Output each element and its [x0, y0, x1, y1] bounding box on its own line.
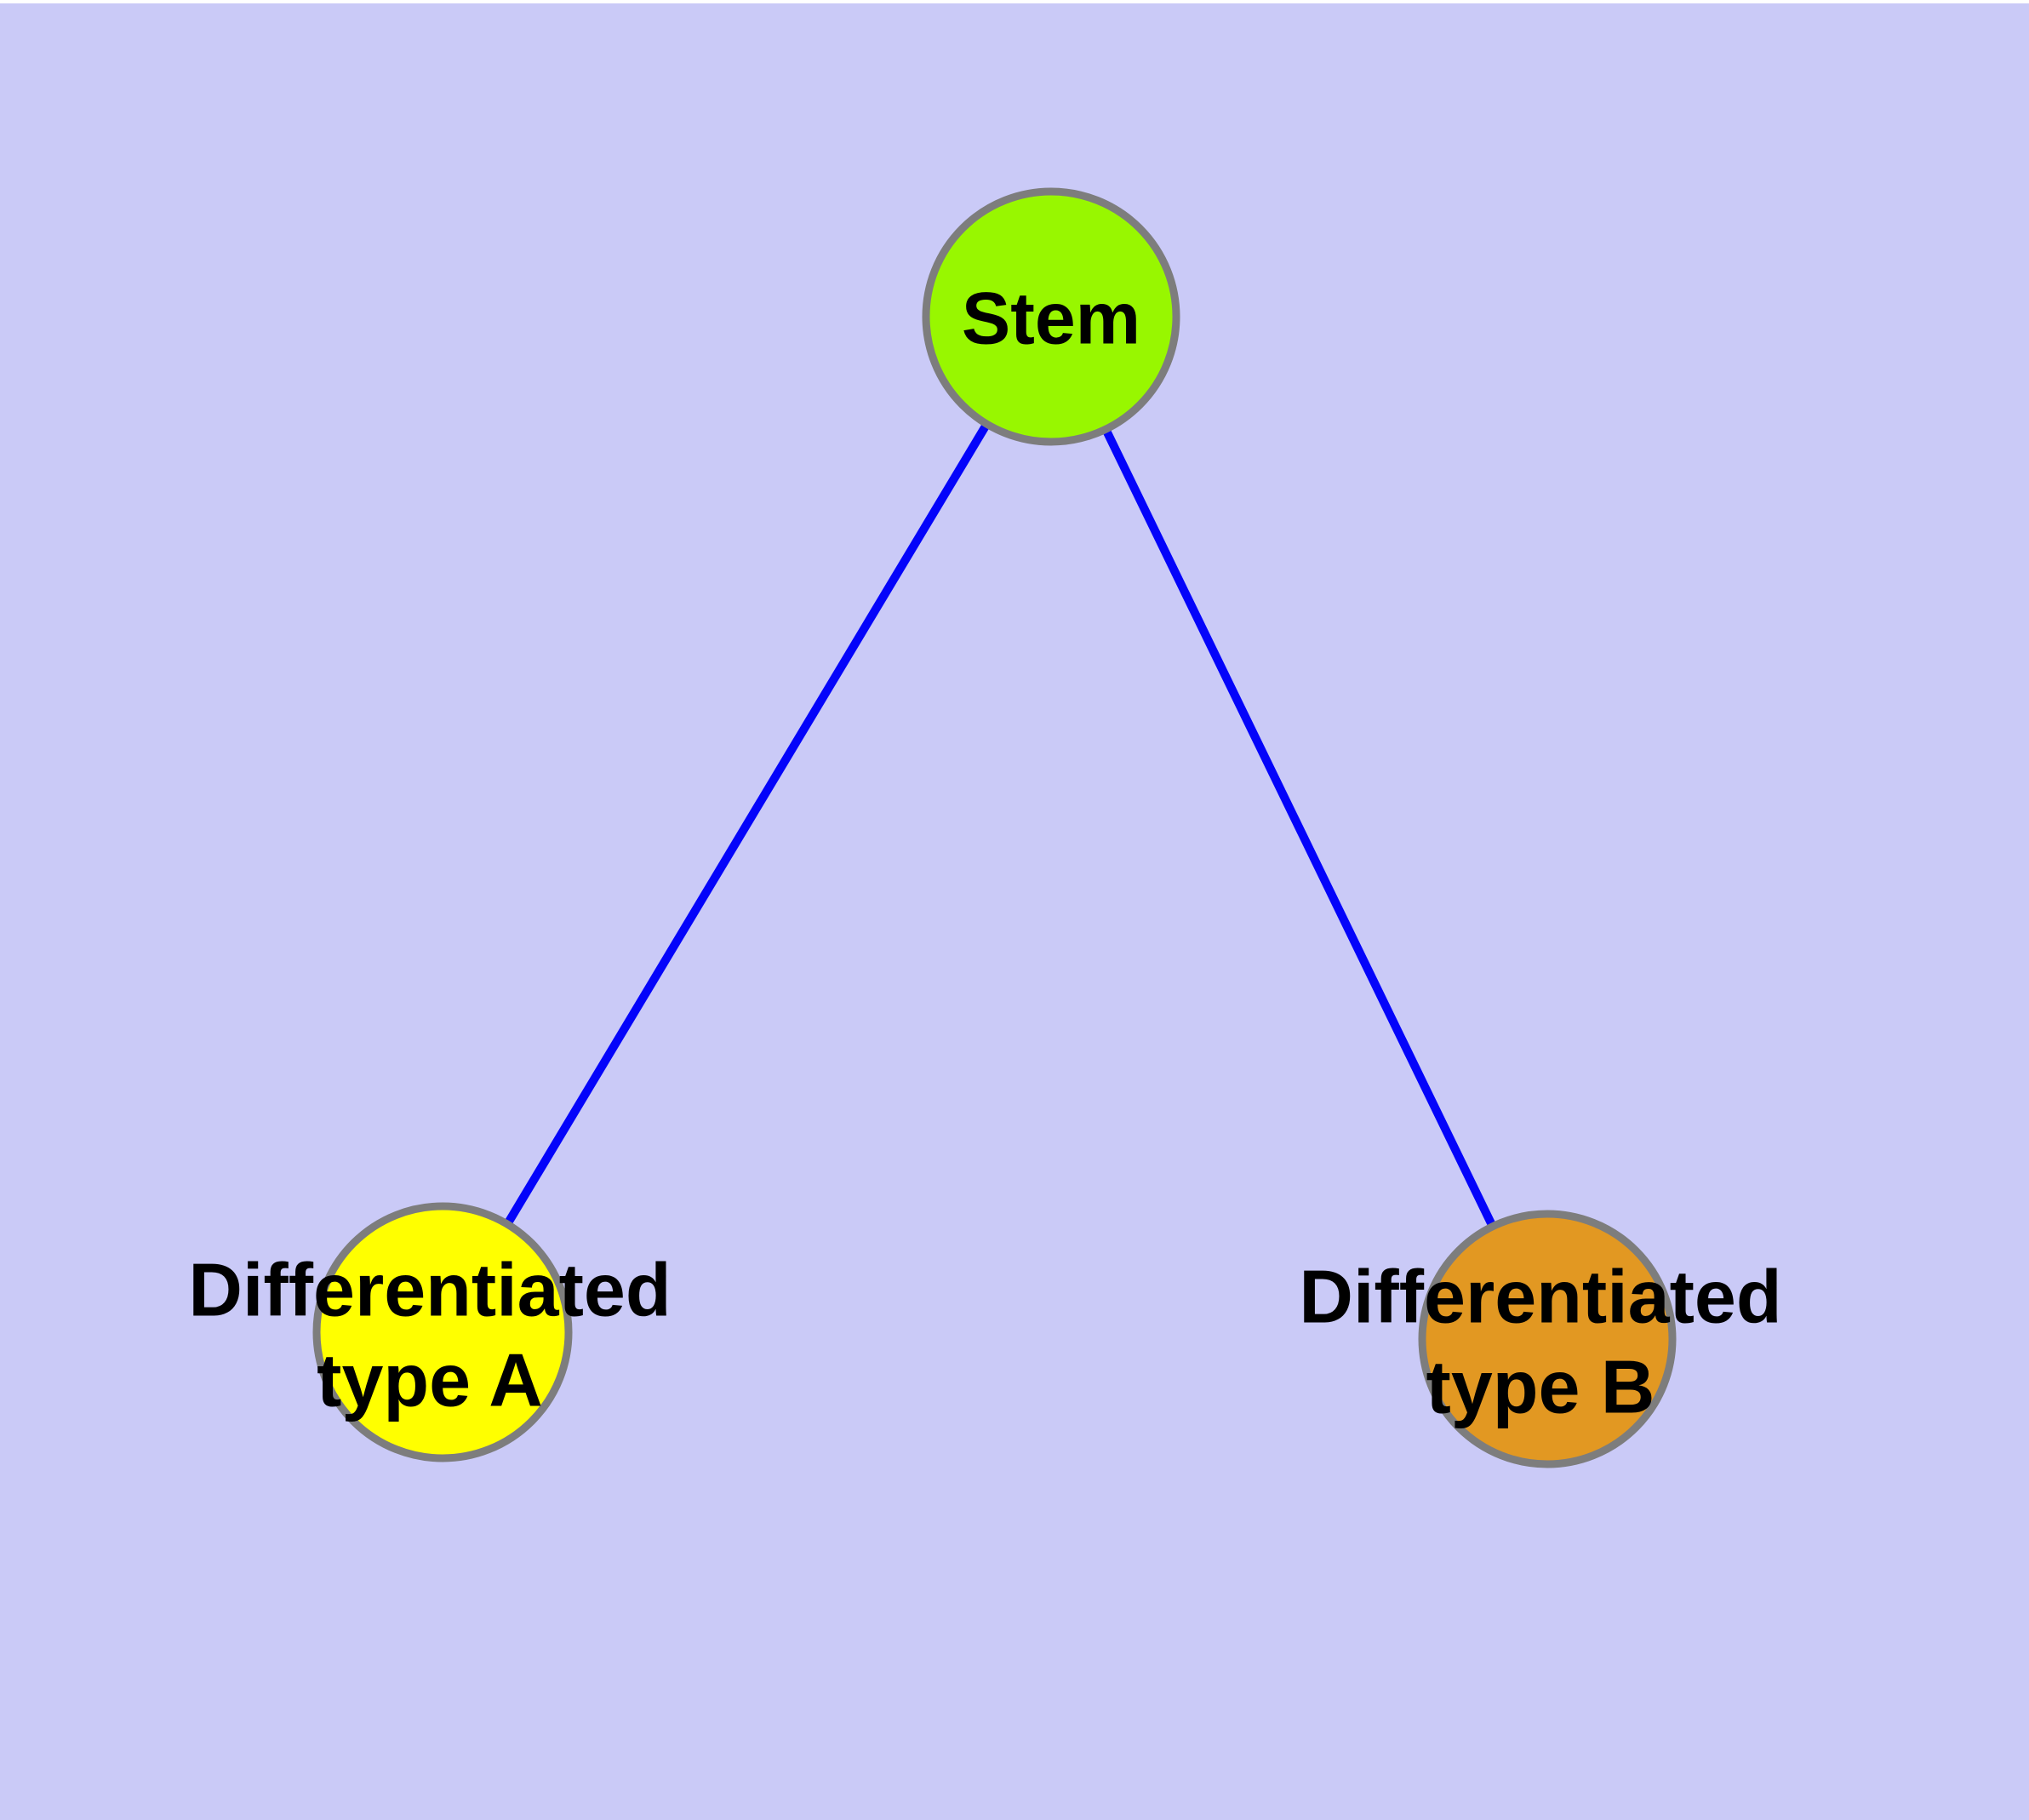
node-label-type-b-line2: type B — [1426, 1344, 1655, 1428]
top-margin-strip — [0, 0, 2029, 3]
node-circle-differentiated-type-b — [1418, 1210, 1677, 1468]
node-label-differentiated-type-b: Differentiated type B — [1299, 1251, 1781, 1431]
node-label-type-b-line1: Differentiated — [1299, 1254, 1782, 1339]
node-label-type-a-line1: Differentiated — [188, 1247, 672, 1332]
node-label-type-a-line2: type A — [317, 1337, 543, 1422]
edge-stem-to-type-a — [438, 314, 1055, 1335]
node-circle-differentiated-type-a — [312, 1202, 573, 1462]
node-label-differentiated-type-a: Differentiated type A — [188, 1245, 671, 1424]
node-label-stem: Stem — [962, 275, 1140, 363]
node-label-stem-text: Stem — [961, 278, 1141, 360]
edge-stem-to-type-b — [1047, 314, 1552, 1342]
node-circle-stem — [922, 187, 1180, 446]
